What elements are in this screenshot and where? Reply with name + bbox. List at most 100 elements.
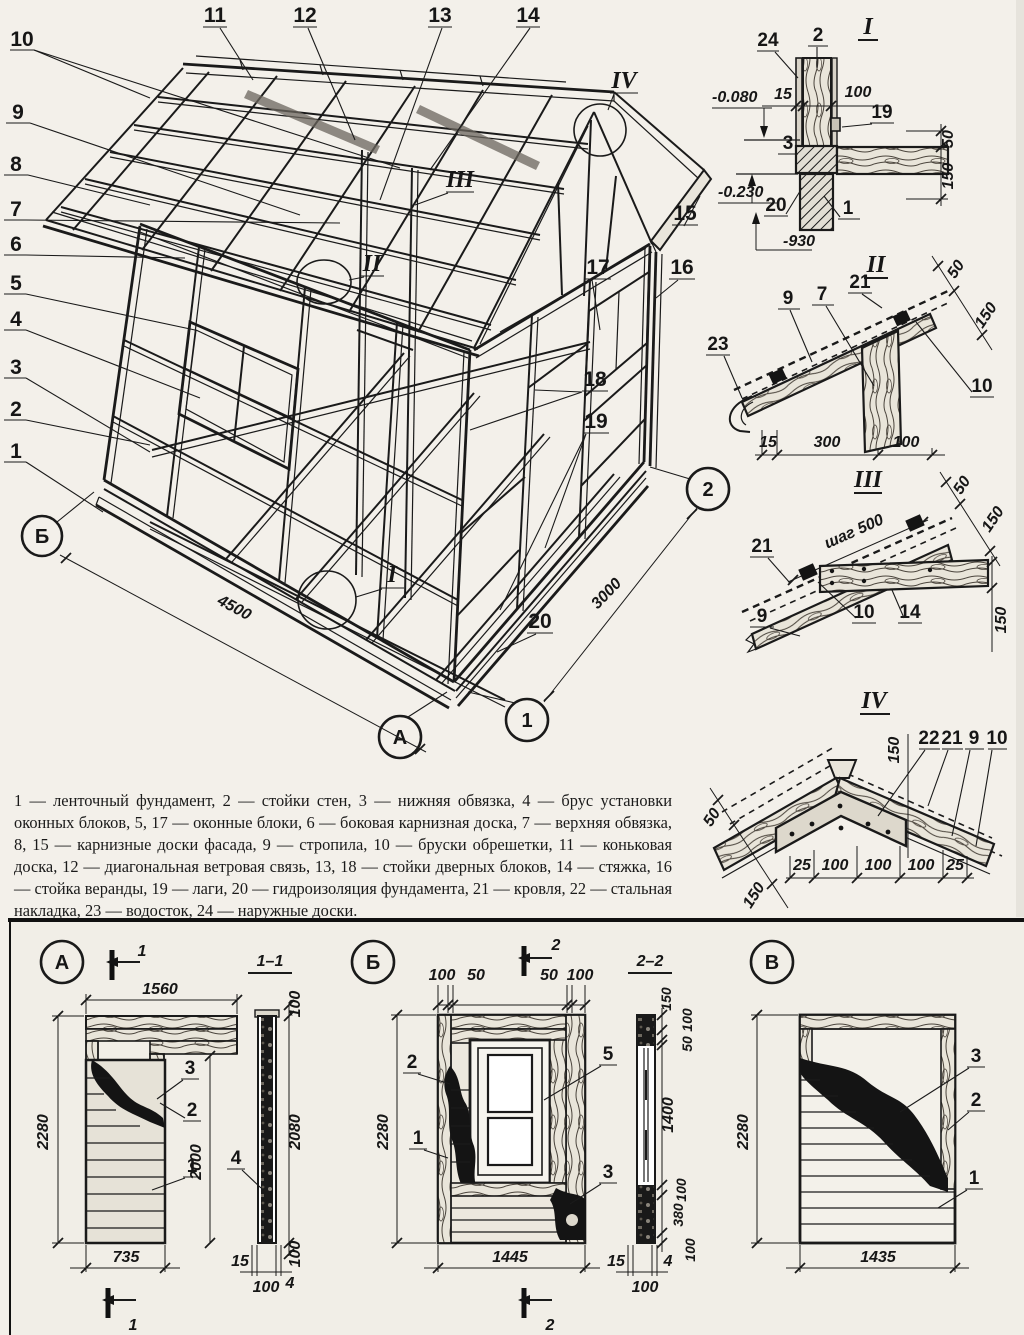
legend-text: 1 — ленточный фундамент, 2 — стойки стен… [14, 791, 672, 920]
callout-3: 3 [10, 356, 22, 379]
callout-1: 1 [413, 1128, 424, 1149]
dim-s-100b: 100 [673, 1178, 689, 1202]
dim-width: 3000 [588, 575, 625, 612]
callout-17: 17 [586, 256, 609, 279]
steel-plate-22 [774, 790, 908, 855]
callout-21: 21 [849, 272, 871, 293]
dim-1435: 1435 [860, 1249, 897, 1266]
callout-13: 13 [428, 4, 451, 27]
foundation-1 [798, 172, 835, 232]
batten-block-10 [905, 514, 925, 532]
callout-10: 10 [986, 728, 1007, 749]
dim-150: 150 [972, 300, 1001, 332]
dim-25: 25 [792, 857, 812, 874]
section-mark-2: 2 [551, 937, 561, 954]
dim-sb-100: 100 [253, 1279, 280, 1296]
dim-sec-top-100: 100 [287, 991, 304, 1018]
dim-15: 15 [759, 434, 778, 451]
dim-sb-15: 15 [231, 1253, 250, 1270]
dim-s-150: 150 [658, 987, 674, 1011]
tie-14 [818, 558, 990, 594]
dim-s-100c: 100 [682, 1238, 698, 1262]
detail-II: II 23 9 7 21 10 15 300 100 50 150 [706, 252, 1001, 461]
callout-10: 10 [10, 28, 33, 51]
rafter-right [832, 776, 996, 868]
mark-I: I [386, 562, 398, 588]
dim-sb-100: 100 [632, 1279, 659, 1296]
boarded-panel [84, 1058, 167, 1245]
dim-sec-2080: 2080 [287, 1114, 304, 1151]
mark-IV: IV [610, 68, 638, 94]
callout-19: 19 [584, 410, 607, 433]
callout-16: 16 [670, 256, 693, 279]
callout-21: 21 [751, 536, 773, 557]
detail-III-title: III [853, 467, 884, 493]
axis-1: 1 [521, 710, 532, 732]
dim-50: 50 [467, 967, 485, 984]
callout-22: 22 [918, 728, 939, 749]
main-axonometric-frame [42, 55, 713, 710]
callout-3: 3 [185, 1058, 196, 1079]
dim-s-380: 380 [670, 1203, 686, 1227]
floor-joist-19 [835, 145, 950, 176]
scan-edge [1016, 0, 1024, 917]
bottom-section: А 1 1560 2280 2000 735 3 2 [8, 918, 1024, 1335]
callout-9: 9 [783, 288, 794, 309]
batten-block-10 [768, 368, 787, 385]
callout-21: 21 [941, 728, 963, 749]
dim-50b: 50 [540, 967, 558, 984]
elev--0230: -0.230 [718, 184, 763, 201]
dim-100: 100 [865, 857, 892, 874]
section-mark-1b: 1 [129, 1317, 138, 1334]
main-callouts: 10 9 8 7 6 5 4 3 2 1 11 12 13 14 15 16 1… [4, 4, 731, 760]
wind-brace [244, 90, 380, 154]
dim-100b: 100 [567, 967, 594, 984]
axis-circle-a: А [55, 952, 69, 974]
callout-2: 2 [187, 1100, 198, 1121]
section-mark-1: 1 [138, 943, 147, 960]
callout-1: 1 [843, 198, 854, 219]
wind-brace [416, 105, 540, 170]
panel-v: В 2280 1435 3 2 1 [735, 939, 985, 1274]
dim-50: 50 [940, 130, 957, 148]
dim-100: 100 [822, 857, 849, 874]
callout-5: 5 [603, 1044, 614, 1065]
dim-sb-15: 15 [607, 1253, 626, 1270]
window-pane-top [486, 1053, 534, 1114]
interior-frame [149, 149, 621, 708]
tar-paper-blob [800, 1058, 948, 1192]
dim-150b: 150 [993, 607, 1010, 634]
callout-3: 3 [783, 133, 794, 154]
dim-sb-4: 4 [285, 1275, 295, 1292]
gutter-23 [729, 395, 753, 433]
detail-II-title: II [866, 252, 887, 278]
callout-2: 2 [971, 1090, 982, 1111]
dim-2280: 2280 [35, 1114, 52, 1151]
dim-25: 25 [945, 857, 965, 874]
detail-I: I 24 2 19 3 20 1 15 100 -0.080 -0.230 -9… [712, 14, 957, 251]
dim-1560: 1560 [142, 981, 178, 998]
right-wall-frame [452, 240, 663, 707]
callout-4: 4 [10, 308, 22, 331]
ridge-board [826, 759, 858, 779]
callout-19: 19 [871, 102, 892, 123]
axis-b: Б [35, 526, 49, 548]
post-7 [860, 329, 903, 454]
callout-10: 10 [971, 376, 992, 397]
dim-100: 100 [893, 434, 920, 451]
callout-9: 9 [12, 101, 24, 124]
callout-4: 4 [231, 1148, 242, 1169]
section-1-1-title: 1–1 [257, 953, 284, 970]
head-rail [149, 1040, 238, 1055]
joist-support-block [830, 117, 841, 132]
roof-front-slope [42, 55, 615, 358]
dim-150-apex: 150 [886, 737, 903, 764]
callout-1: 1 [969, 1168, 980, 1189]
dim-2280: 2280 [375, 1114, 392, 1151]
mark-II: II [362, 251, 383, 277]
callout-2: 2 [10, 398, 22, 421]
callout-8: 8 [10, 153, 22, 176]
callout-20: 20 [528, 610, 551, 633]
